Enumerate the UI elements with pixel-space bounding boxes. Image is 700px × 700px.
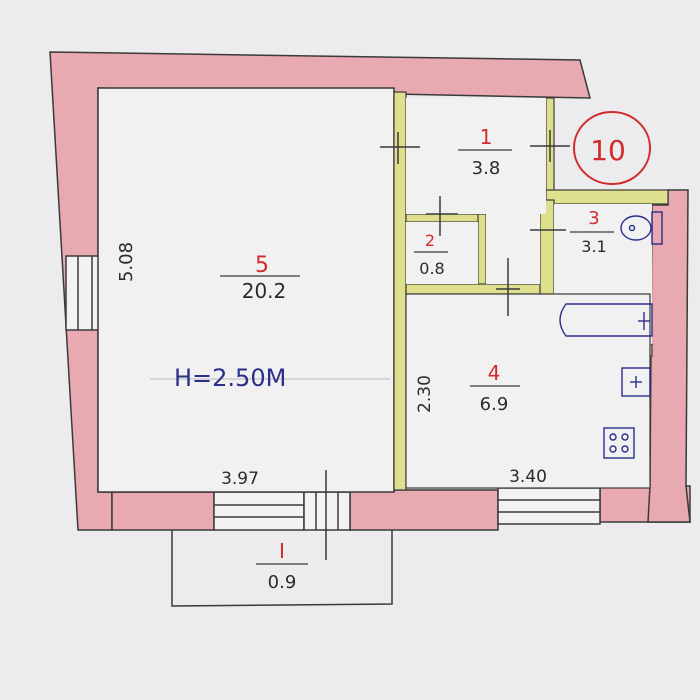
room-3-area: 3.1: [581, 237, 606, 256]
toilet-icon: [620, 211, 663, 245]
balcony-door: [303, 491, 351, 531]
room-2-area: 0.8: [419, 259, 444, 278]
apartment-number-circle: [573, 111, 651, 185]
room-2: [406, 222, 478, 284]
room-1: [406, 98, 546, 214]
stove-icon: [603, 427, 635, 459]
balcony-number: I: [279, 539, 285, 563]
partition-hall-horizontal: [405, 283, 547, 295]
balcony-area: 0.9: [268, 572, 297, 593]
room-4-area: 6.9: [480, 394, 509, 415]
room-2-label: 2 0.8: [414, 231, 448, 278]
sink-icon: [621, 367, 651, 397]
door-marks: [380, 130, 570, 316]
wall-bottom-left: [111, 491, 215, 531]
room-1-label: 1 3.8: [458, 125, 512, 179]
room-5-number: 5: [255, 253, 269, 278]
dimension-room4-height: 2.30: [415, 375, 435, 413]
room-4: [406, 294, 650, 488]
room-4-number: 4: [488, 361, 501, 385]
room-fills: [406, 98, 652, 488]
room-hall-link: [486, 214, 540, 284]
bottom-window-right: [497, 487, 601, 525]
room-5-area: 20.2: [242, 279, 287, 303]
dimension-room5-height: 5.08: [116, 242, 137, 282]
room-3-label: 3 3.1: [570, 208, 614, 256]
wall-right: [647, 189, 691, 523]
balcony-label: I 0.9: [256, 539, 308, 593]
room-2-number: 2: [425, 231, 435, 250]
dimension-room5-width: 3.97: [221, 469, 259, 489]
partition-main-vertical: [393, 91, 407, 491]
dimension-room4-width: 3.40: [509, 467, 547, 487]
wall-bottom-middle: [349, 489, 499, 531]
room-1-number: 1: [480, 125, 493, 149]
apartment-number: 10: [590, 134, 626, 167]
partition-bath-top: [545, 189, 669, 205]
bathtub-icon: [559, 303, 653, 337]
ceiling-height-label: H=2.50M: [174, 364, 286, 392]
partition-storage-top: [405, 213, 487, 223]
outer-walls: [49, 51, 691, 531]
bottom-window-left: [213, 491, 305, 531]
room-5-label: 5 20.2: [220, 253, 300, 303]
room-5: [97, 87, 395, 493]
partition-storage-right: [477, 213, 487, 291]
room-3-number: 3: [588, 208, 599, 229]
balcony: [171, 470, 393, 607]
room-4-label: 4 6.9: [470, 361, 520, 415]
room-1-area: 3.8: [472, 158, 501, 179]
